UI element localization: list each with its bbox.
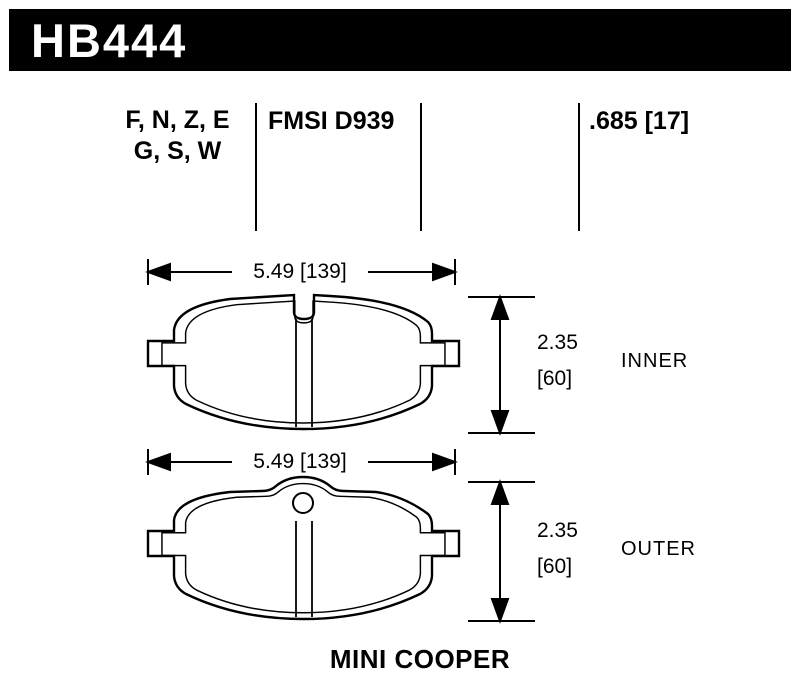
header-bar: HB444 (9, 9, 791, 71)
arrowhead-up (490, 479, 510, 505)
spec-divider-2 (420, 103, 422, 231)
inner-height-dimension (468, 294, 535, 436)
arrowhead-down (490, 598, 510, 624)
inner-pad-friction-contour (161, 300, 446, 424)
outer-pad-label: OUTER (621, 538, 696, 560)
inner-pad-label: INNER (621, 350, 689, 372)
inner-pad-drawing (146, 293, 461, 431)
vehicle-name: MINI COOPER (329, 644, 511, 674)
outer-pad-friction-contour (161, 482, 446, 614)
arrowhead-up (490, 294, 510, 320)
fmsi-number: FMSI D939 (268, 107, 395, 135)
inner-width-dimension (145, 259, 458, 285)
outer-pad-sensor-hole (292, 492, 314, 514)
outer-height-dimension-mm: [60] (537, 555, 573, 578)
inner-height-dimension-inches: 2.35 (537, 331, 578, 354)
arrowhead-down (490, 410, 510, 436)
outer-width-dimension-text: 5.49 [139] (232, 450, 368, 474)
spec-divider-3 (578, 103, 580, 231)
inner-height-dimension-mm: [60] (537, 367, 573, 390)
outer-pad-outline (146, 475, 461, 621)
inner-pad-outline (146, 293, 461, 431)
part-number: HB444 (31, 13, 188, 67)
compound-codes-line2: G, S, W (133, 137, 222, 165)
arrowhead-left (145, 452, 171, 472)
compound-codes-line1: F, N, Z, E (125, 106, 230, 134)
spec-divider-1 (255, 103, 257, 231)
arrowhead-left (145, 262, 171, 282)
outer-width-dimension (145, 449, 458, 475)
outer-height-dimension (468, 479, 535, 624)
outer-pad-drawing (146, 475, 461, 621)
pad-thickness: .685 [17] (589, 107, 690, 135)
inner-width-dimension-text: 5.49 [139] (232, 260, 368, 284)
arrowhead-right (432, 452, 458, 472)
arrowhead-right (432, 262, 458, 282)
compound-codes: F, N, Z, E G, S, W (105, 105, 250, 167)
outer-height-dimension-inches: 2.35 (537, 519, 578, 542)
